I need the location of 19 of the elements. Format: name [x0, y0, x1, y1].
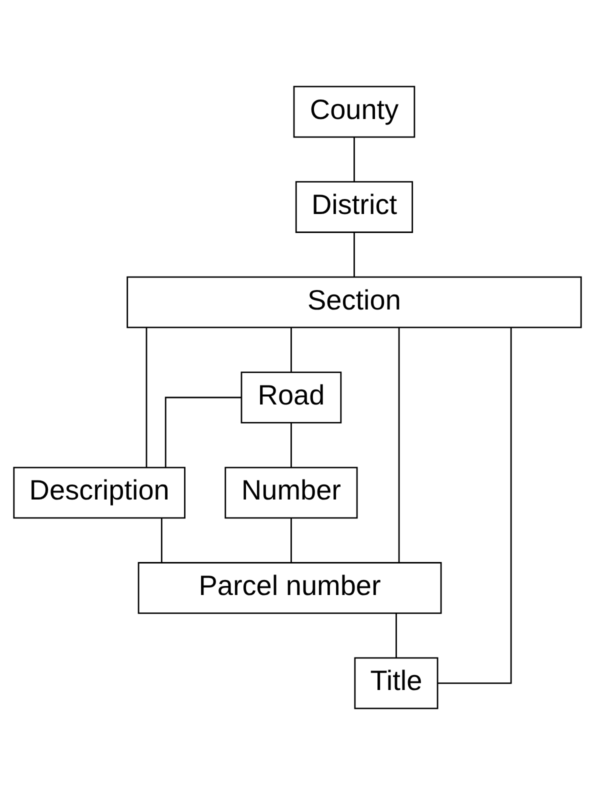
connector: [354, 232, 355, 277]
node-box: Title: [354, 657, 438, 710]
node-box: Description: [13, 466, 186, 519]
connector: [146, 328, 148, 468]
connector: [164, 396, 242, 468]
connector: [438, 328, 512, 684]
connector: [354, 137, 355, 182]
node-box: Road: [240, 372, 342, 424]
connector: [290, 423, 292, 468]
connector: [396, 613, 397, 658]
connector: [398, 328, 400, 563]
connector: [290, 328, 292, 372]
node-box: Number: [224, 466, 358, 519]
node-box: Section: [126, 276, 582, 328]
connector: [160, 518, 162, 562]
connector: [290, 518, 292, 562]
node-box: District: [295, 181, 414, 233]
node-box: Parcel number: [138, 562, 442, 614]
node-box: County: [293, 86, 416, 138]
